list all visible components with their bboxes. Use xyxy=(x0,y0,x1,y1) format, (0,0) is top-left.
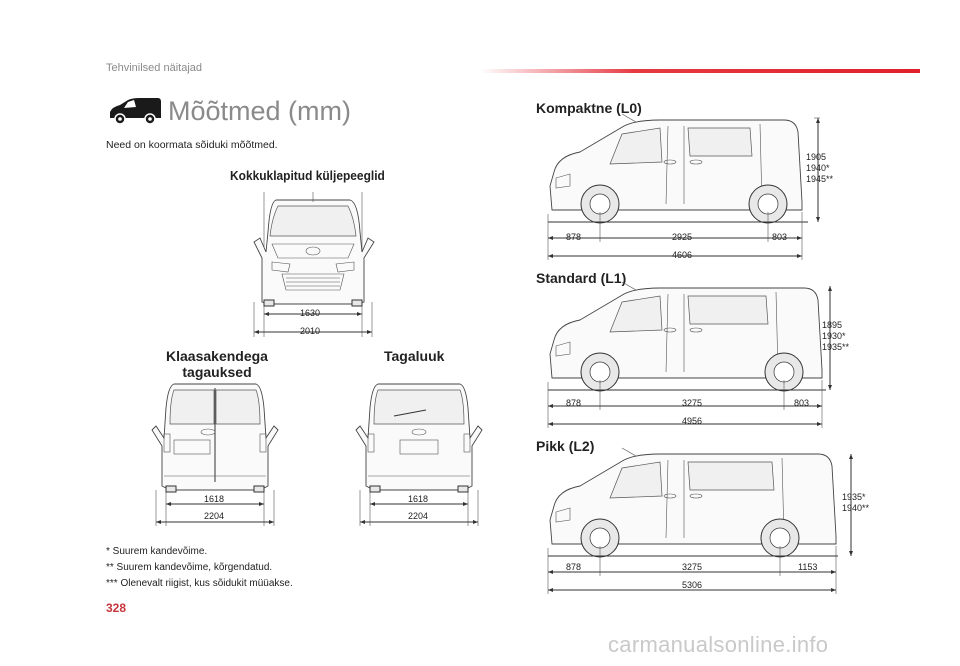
van-l2-diagram xyxy=(547,447,838,594)
rear-doors-title-1: Klaasakendega xyxy=(166,348,268,364)
van-l1-length: 4956 xyxy=(682,416,703,426)
van-l2-wheelbase: 3275 xyxy=(682,562,703,572)
van-l2-title: Pikk (L2) xyxy=(536,438,595,454)
header-accent-bar xyxy=(480,69,920,73)
watermark: carmanualsonline.info xyxy=(608,632,829,657)
footnote-2: ** Suurem kandevõime, kõrgendatud. xyxy=(106,562,273,573)
van-l2-front-overhang: 878 xyxy=(566,562,582,572)
rear-doors-title-2: tagauksed xyxy=(182,364,252,380)
van-l2-length: 5306 xyxy=(682,580,703,590)
van-l1-diagram xyxy=(547,281,832,428)
van-l2-height-line xyxy=(849,454,853,556)
van-l0-height-2: 1940* xyxy=(806,163,830,173)
van-l0-front-overhang: 878 xyxy=(566,232,582,242)
van-l2-height-1: 1935* xyxy=(842,492,866,502)
van-l2-height-2: 1940** xyxy=(842,503,870,513)
rear-doors-width-inner: 1618 xyxy=(204,494,225,504)
tailgate-title: Tagaluuk xyxy=(384,348,445,364)
van-l1-front-overhang: 878 xyxy=(566,398,582,408)
van-l0-wheelbase: 2925 xyxy=(672,232,693,242)
van-l1-wheelbase: 3275 xyxy=(682,398,703,408)
rear-doors-width-outer: 2204 xyxy=(204,511,225,521)
footnote-1: * Suurem kandevõime. xyxy=(106,546,208,557)
van-icon xyxy=(110,98,161,125)
page-number: 328 xyxy=(106,601,127,615)
footnote-3: *** Olenevalt riigist, kus sõidukit müüa… xyxy=(106,578,293,589)
front-width-inner: 1630 xyxy=(300,308,321,318)
tailgate-diagram xyxy=(355,383,483,526)
van-l1-rear-overhang: 803 xyxy=(794,398,810,408)
van-l0-length: 4606 xyxy=(672,250,693,260)
van-l1-height-2: 1930* xyxy=(822,331,846,341)
tailgate-width-inner: 1618 xyxy=(408,494,429,504)
section-header: Tehvinilsed näitajad xyxy=(106,62,203,74)
tailgate-width-outer: 2204 xyxy=(408,511,429,521)
front-view-diagram xyxy=(253,192,375,337)
van-l1-title: Standard (L1) xyxy=(536,270,627,286)
intro-text: Need on koormata sõiduki mõõtmed. xyxy=(106,139,278,151)
front-width-outer: 2010 xyxy=(300,326,321,336)
rear-doors-diagram xyxy=(151,383,279,526)
front-view-title: Kokkuklapitud küljepeeglid xyxy=(230,168,385,183)
van-l1-height-1: 1895 xyxy=(822,320,843,330)
van-l0-diagram xyxy=(547,113,820,260)
page-title: Mõõtmed (mm) xyxy=(168,96,352,126)
van-l0-height-1: 1905 xyxy=(806,152,827,162)
van-l0-title: Kompaktne (L0) xyxy=(536,100,642,116)
van-l0-rear-overhang: 803 xyxy=(772,232,788,242)
van-l2-rear-overhang: 1153 xyxy=(798,562,818,572)
van-l1-height-3: 1935** xyxy=(822,342,850,352)
van-l0-height-3: 1945** xyxy=(806,174,834,184)
